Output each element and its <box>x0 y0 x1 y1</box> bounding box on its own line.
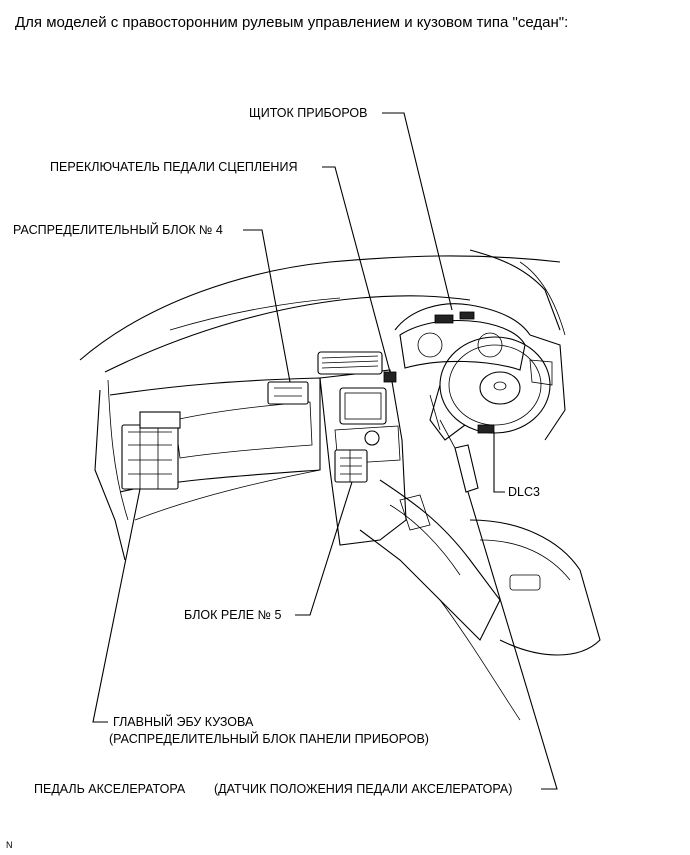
dashboard-top-edge <box>104 295 471 373</box>
label-accel-pedal: ПЕДАЛЬ АКСЕЛЕРАТОРА <box>34 782 186 796</box>
gauge-right <box>477 332 503 358</box>
junction-block-4-detail <box>274 387 302 397</box>
armrest-top <box>479 539 571 581</box>
label-clutch-switch: ПЕРЕКЛЮЧАТЕЛЬ ПЕДАЛИ СЦЕПЛЕНИЯ <box>50 160 298 174</box>
main-body-ecu-shape <box>121 424 179 490</box>
meter-hood <box>394 303 531 336</box>
relay-block-5-detail <box>340 450 362 482</box>
diagram-heading: Для моделей с правосторонним рулевым упр… <box>15 14 569 31</box>
dashboard-top-edge-2 <box>169 297 341 331</box>
shifter-area <box>399 494 431 531</box>
label-dlc3: DLC3 <box>508 485 540 499</box>
left-door-edge-2 <box>107 379 129 521</box>
windshield-line <box>79 255 561 361</box>
right-dash <box>529 334 566 441</box>
leader-accel-pedal <box>467 491 558 790</box>
left-door-edge <box>94 389 126 561</box>
leader-clutch-switch <box>322 166 391 373</box>
steering-column <box>429 384 466 441</box>
leader-main-body-ecu <box>92 488 141 723</box>
leader-dlc3 <box>493 432 505 493</box>
cluster-connector <box>434 314 454 324</box>
leader-junction-block-4 <box>243 229 291 383</box>
label-main-body-ecu: ГЛАВНЫЙ ЭБУ КУЗОВА <box>113 715 254 729</box>
right-vent <box>529 359 553 386</box>
ecu-relays <box>128 425 172 489</box>
gauge-left <box>417 332 443 358</box>
glovebox <box>174 401 313 459</box>
steering-logo <box>493 381 507 391</box>
ecu-top-part <box>139 411 181 429</box>
label-relay-block-5: БЛОК РЕЛЕ № 5 <box>184 608 282 622</box>
label-junction-block-4: РАСПРЕДЕЛИТЕЛЬНЫЙ БЛОК № 4 <box>13 223 223 237</box>
center-display <box>339 387 387 425</box>
dlc3-connector <box>477 424 495 434</box>
meter-cluster <box>399 320 526 371</box>
center-display-screen <box>344 392 382 420</box>
steering-wheel-inner <box>448 344 542 426</box>
cupholder <box>509 574 541 591</box>
leader-relay-block-5 <box>295 481 353 616</box>
steering-hub <box>479 371 521 405</box>
dashboard-lower <box>134 469 321 521</box>
leader-instrument-panel <box>382 112 453 311</box>
a-pillar-right <box>469 249 561 331</box>
label-main-body-ecu-sub: (РАСПРЕДЕЛИТЕЛЬНЫЙ БЛОК ПАНЕЛИ ПРИБОРОВ) <box>109 732 429 746</box>
vent-slats <box>321 355 379 369</box>
center-console <box>359 479 501 641</box>
clutch-switch-shape <box>383 371 397 383</box>
steering-column-2 <box>429 394 441 431</box>
a-pillar-right-2 <box>519 261 566 336</box>
accelerator-pedal-shape <box>454 444 479 493</box>
label-accel-sensor: (ДАТЧИК ПОЛОЖЕНИЯ ПЕДАЛИ АКСЕЛЕРАТОРА) <box>214 782 513 796</box>
armrest <box>469 519 601 656</box>
label-instrument-panel: ЩИТОК ПРИБОРОВ <box>249 106 368 120</box>
floor-line <box>439 599 521 721</box>
cluster-connector-2 <box>459 311 475 320</box>
console-inner <box>389 504 461 576</box>
junction-block-4-shape <box>267 381 309 405</box>
pedal-arm <box>439 419 456 449</box>
corner-mark: N <box>6 840 13 850</box>
control-knob <box>364 430 380 446</box>
